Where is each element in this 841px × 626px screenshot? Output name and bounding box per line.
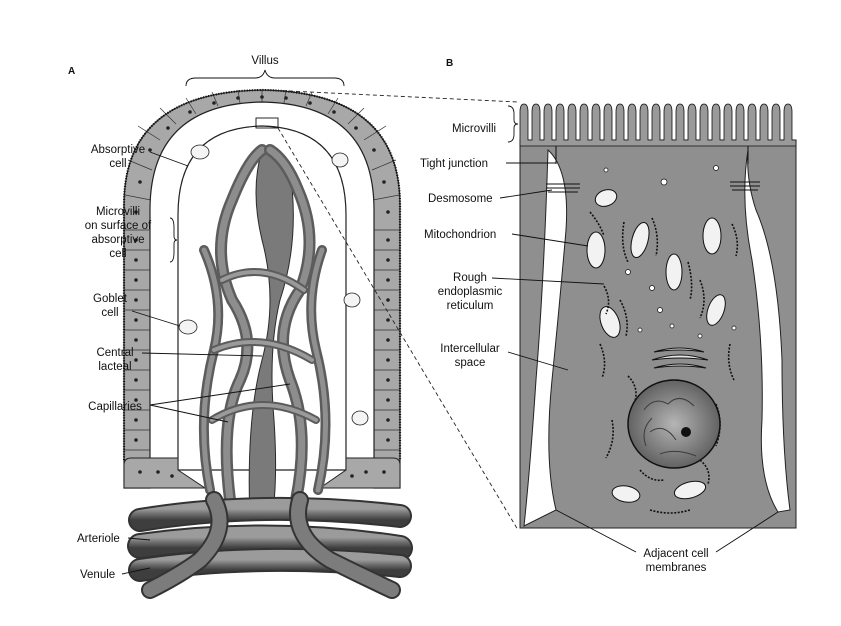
label-arteriole: Arteriole — [77, 533, 120, 545]
label-adjacent-membranes-1: Adjacent cell — [643, 548, 708, 560]
label-tight-junction: Tight junction — [420, 158, 488, 170]
label-microvilli-4: cell — [109, 248, 126, 260]
label-absorptive-cell-2: cell — [109, 158, 126, 170]
label-rough-er-1: Rough — [453, 272, 487, 284]
label-microvilli: Microvilli — [452, 123, 496, 135]
label-goblet-cell-1: Goblet — [93, 293, 128, 305]
panel-b-label: B — [446, 58, 453, 69]
label-absorptive-cell-1: Absorptive — [91, 144, 145, 156]
base-vessels — [127, 491, 413, 599]
cell-detail — [519, 103, 797, 529]
nucleus — [627, 379, 721, 469]
label-venule: Venule — [80, 569, 115, 581]
zoom-line-bottom — [277, 127, 519, 531]
left-labels: Absorptive cell Microvilli on surface of… — [77, 144, 291, 581]
label-capillaries: Capillaries — [88, 401, 142, 413]
goblet-cell — [178, 319, 198, 335]
label-rough-er-2: endoplasmic — [438, 286, 503, 298]
right-labels: Microvilli Tight junction Desmosome Mito… — [420, 105, 779, 574]
villus-vessels — [198, 144, 331, 521]
villus-brace — [185, 69, 345, 87]
label-rough-er-3: reticulum — [447, 300, 494, 312]
label-adjacent-membranes-2: membranes — [646, 562, 707, 574]
villus-title: Villus — [251, 55, 279, 67]
label-mitochondrion: Mitochondrion — [424, 229, 496, 241]
label-intercellular-space-2: space — [455, 357, 486, 369]
panel-a-label: A — [68, 66, 75, 77]
label-desmosome: Desmosome — [428, 193, 493, 205]
label-intercellular-space-1: Intercellular — [440, 343, 500, 355]
label-goblet-cell-2: cell — [101, 307, 118, 319]
label-microvilli-3: absorptive — [91, 234, 144, 246]
label-microvilli-2: on surface of — [85, 220, 152, 232]
label-microvilli-1: Microvilli — [96, 206, 140, 218]
label-central-lacteal-1: Central — [96, 347, 133, 359]
label-central-lacteal-2: lacteal — [98, 361, 131, 373]
